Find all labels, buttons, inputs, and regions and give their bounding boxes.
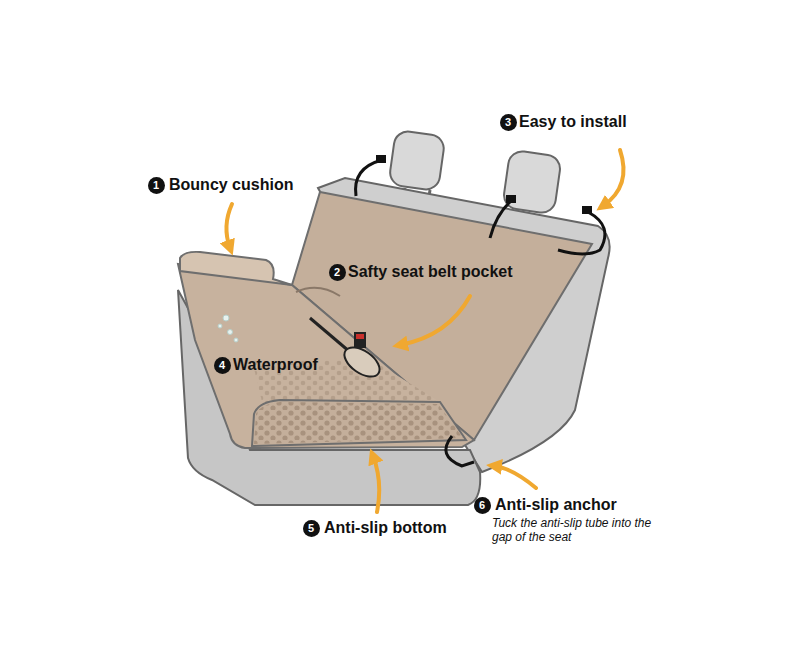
callout-arrow (226, 150, 623, 512)
front-panel (252, 400, 466, 446)
strap (558, 212, 605, 254)
callout-number-text: 2 (334, 267, 340, 278)
anti-slip-dots (254, 402, 463, 444)
seam (296, 288, 340, 296)
feature-label: Waterproof (233, 355, 318, 374)
callout-number-text: 6 (479, 500, 485, 511)
callout-number-text: 5 (308, 523, 314, 534)
feature-label: Anti-slip anchor (495, 495, 617, 514)
callout-number: 2 (329, 264, 346, 281)
callout-number: 5 (303, 520, 320, 537)
anchor-tube (446, 436, 474, 466)
feature-label: Safty seat belt pocket (348, 262, 513, 281)
callout-number: 4 (214, 357, 231, 374)
callout-number-text: 4 (219, 360, 225, 371)
feature-label: Easy to install (519, 112, 627, 131)
cushion-bolster (180, 252, 292, 285)
cover-seat (178, 264, 474, 448)
strap-buckle (582, 206, 592, 214)
strap (356, 160, 382, 196)
callout-number: 3 (500, 114, 517, 131)
buckle (354, 332, 366, 348)
callout-number-text: 3 (505, 117, 511, 128)
strap-buckle (376, 155, 386, 163)
strap (490, 200, 512, 238)
feature-label: Anti-slip bottom (324, 518, 447, 537)
callout-number: 1 (148, 177, 165, 194)
callout-number: 6 (474, 497, 491, 514)
note-text: Tuck the anti-slip tube into the gap of … (492, 516, 652, 545)
feature-label: Bouncy cushion (169, 175, 293, 194)
callout-number-text: 1 (153, 180, 159, 191)
strap-buckle (506, 195, 516, 203)
buckle-release (356, 334, 364, 339)
water-drops (218, 315, 238, 342)
seat-belt (310, 318, 350, 352)
